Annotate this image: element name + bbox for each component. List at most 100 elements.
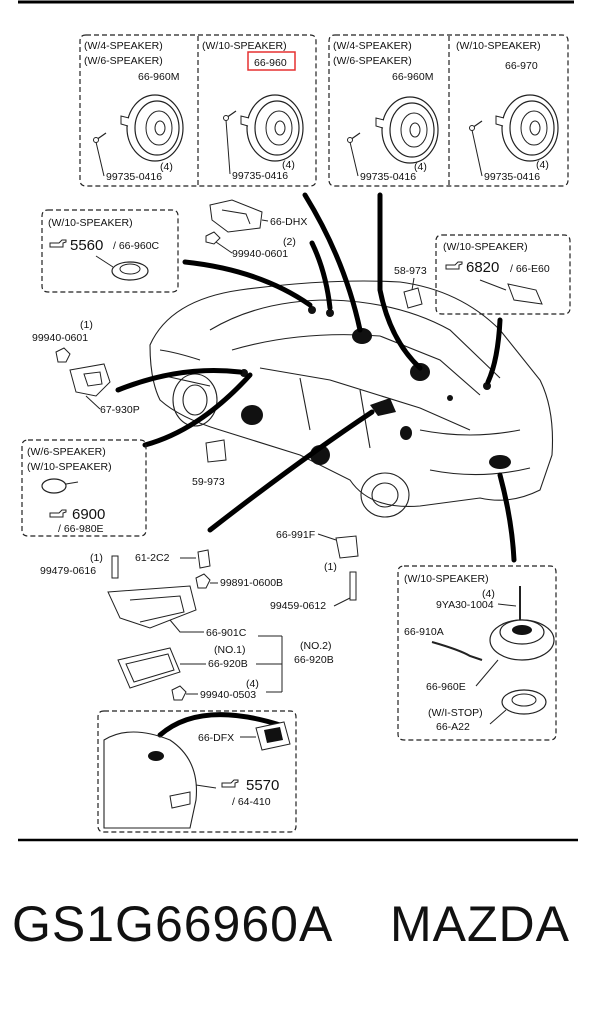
- part-label: 66-960M: [138, 71, 179, 83]
- no2-label: (NO.2): [300, 640, 332, 652]
- sensor-group: 66-991F (1) 99459-0612: [270, 529, 359, 612]
- reference-part: / 66-980E: [58, 523, 104, 535]
- footer: GS1G66960A MAZDA: [0, 895, 600, 975]
- speaker-icon: [120, 94, 184, 162]
- box-title-a: (W/6-SPEAKER): [27, 446, 106, 458]
- dhx-bracket: 66-DHX (2) 99940-0601: [205, 199, 307, 260]
- brand-name: MAZDA: [390, 896, 570, 952]
- speaker-icon: [375, 96, 439, 164]
- screw-part-label: 99479-0616: [40, 565, 96, 577]
- amp2-label: 66-920B: [294, 654, 334, 666]
- bolt-part-label: 9YA30-1004: [436, 599, 494, 611]
- bracket-label: 66-901C: [206, 627, 247, 639]
- amp1-label: 66-920B: [208, 658, 248, 670]
- nut-icon: [195, 573, 211, 589]
- reference-part: / 66-960C: [113, 240, 160, 252]
- bolt-qty-label: (4): [482, 588, 495, 600]
- nut-part-label: 99940-0601: [32, 332, 88, 344]
- part-59-973-label: 59-973: [192, 476, 225, 488]
- box-title: (W/10-SPEAKER): [48, 217, 133, 229]
- reference-number: 6900: [72, 506, 105, 523]
- speaker-icon: [240, 94, 304, 162]
- clip-icon: [197, 549, 211, 569]
- part-66-991f-label: 66-991F: [276, 529, 315, 541]
- screw-icon: [346, 132, 361, 144]
- part-label: 66-970: [505, 60, 538, 72]
- part-label: 66-960: [254, 57, 287, 69]
- box-title: (W/10-SPEAKER): [404, 573, 489, 585]
- box-title-a: (W/10-SPEAKER): [202, 40, 287, 52]
- harness-icon: [431, 641, 483, 661]
- dhx-part-label: 66-DHX: [270, 216, 307, 228]
- reference-number: 5570: [246, 777, 279, 794]
- qty-label: (4): [414, 161, 427, 173]
- amplifier-group: (1) 99479-0616 61-2C2 99891-0600B 66-901…: [40, 549, 334, 701]
- sensor-icon: [335, 535, 359, 559]
- qty-label: (4): [282, 159, 295, 171]
- subwoofer-box: (W/10-SPEAKER) (4) 9YA30-1004 66-910A 66…: [397, 565, 557, 741]
- pointing-hand-icon: [49, 239, 67, 248]
- pointing-hand-icon: [49, 509, 67, 518]
- box-title-b: (W/6-SPEAKER): [333, 55, 412, 67]
- woofer-part-label: 66-960E: [426, 681, 466, 693]
- istop-label: (W/I-STOP): [428, 707, 483, 719]
- left-tweeter-box: (W/10-SPEAKER) 5560 / 66-960C: [41, 209, 179, 293]
- trim-cover-icon: [403, 287, 423, 309]
- part-58-973-label: 58-973: [394, 265, 427, 277]
- group-outline: [79, 34, 317, 187]
- box-title: (W/10-SPEAKER): [443, 241, 528, 253]
- box-10-speaker: (W/10-SPEAKER) 66-970 (4) 99735-0416: [456, 40, 559, 183]
- istop-part-label: 66-A22: [436, 721, 470, 733]
- screw-part-label: 99735-0416: [106, 171, 162, 183]
- nut-qty-label: (4): [246, 678, 259, 690]
- screw-icon: [222, 110, 237, 122]
- left-door-unit-box: (W/6-SPEAKER) (W/10-SPEAKER) 6900 / 66-9…: [21, 439, 147, 537]
- box-title-a: (W/4-SPEAKER): [333, 40, 412, 52]
- highlight-box: [247, 51, 296, 71]
- screw-qty-label: (1): [90, 552, 103, 564]
- no1-label: (NO.1): [214, 644, 246, 656]
- front-door-speaker-group: (W/4-SPEAKER) (W/6-SPEAKER) 66-960M (4) …: [79, 34, 317, 187]
- part-label: 66-960M: [392, 71, 433, 83]
- dfx-box: 66-DFX 5570 / 64-410: [97, 710, 297, 833]
- screw-icon: [92, 132, 107, 144]
- nut-icon: [171, 685, 187, 701]
- box-title-a: (W/10-SPEAKER): [456, 40, 541, 52]
- box-10-speaker: (W/10-SPEAKER) 66-960 (4) 99735-0416: [202, 40, 304, 182]
- unit-icon: [41, 478, 67, 494]
- dhx-nut-label: 99940-0601: [232, 248, 288, 260]
- reference-number: 5560: [70, 237, 103, 254]
- screw-part-label: 99735-0416: [360, 171, 416, 183]
- amplifier-icon: [117, 647, 181, 689]
- part-67-930p-label: 67-930P: [100, 404, 140, 416]
- left-bracket-group: (1) 99940-0601 67-930P: [32, 319, 140, 416]
- box-4-6-speaker: (W/4-SPEAKER) (W/6-SPEAKER) 66-960M (4) …: [84, 40, 184, 183]
- nut-b-label: 99891-0600B: [220, 577, 283, 589]
- screw-part-label: 99735-0416: [484, 171, 540, 183]
- bolt-part-label: 99459-0612: [270, 600, 326, 612]
- bolt-icon: [349, 571, 357, 601]
- harness-label: 66-910A: [404, 626, 444, 638]
- nut-icon: [55, 347, 71, 363]
- box-title-b: (W/6-SPEAKER): [84, 55, 163, 67]
- box-title-b: (W/10-SPEAKER): [27, 461, 112, 473]
- group-outline: [328, 34, 569, 187]
- screw-icon: [111, 555, 119, 579]
- dhx-qty-label: (2): [283, 236, 296, 248]
- rear-door-speaker-group: (W/4-SPEAKER) (W/6-SPEAKER) 66-960M (4) …: [328, 34, 569, 187]
- reference-part: / 66-E60: [510, 263, 550, 275]
- qty-label: (4): [160, 161, 173, 173]
- box-4-6-speaker: (W/4-SPEAKER) (W/6-SPEAKER) 66-960M (4) …: [333, 40, 439, 183]
- nut-part-label: 99940-0503: [200, 689, 256, 701]
- trim-cover-icon: [205, 439, 227, 463]
- qty-label: (4): [536, 159, 549, 171]
- screw-part-label: 99735-0416: [232, 170, 288, 182]
- speaker-icon: [495, 94, 559, 162]
- box-title-a: (W/4-SPEAKER): [84, 40, 163, 52]
- nut-icon: [205, 231, 221, 245]
- tweeter-icon: [507, 283, 543, 305]
- leader-lines: [115, 192, 517, 789]
- right-tweeter-box: (W/10-SPEAKER) 6820 / 66-E60: [435, 234, 571, 315]
- clip-label: 61-2C2: [135, 552, 170, 564]
